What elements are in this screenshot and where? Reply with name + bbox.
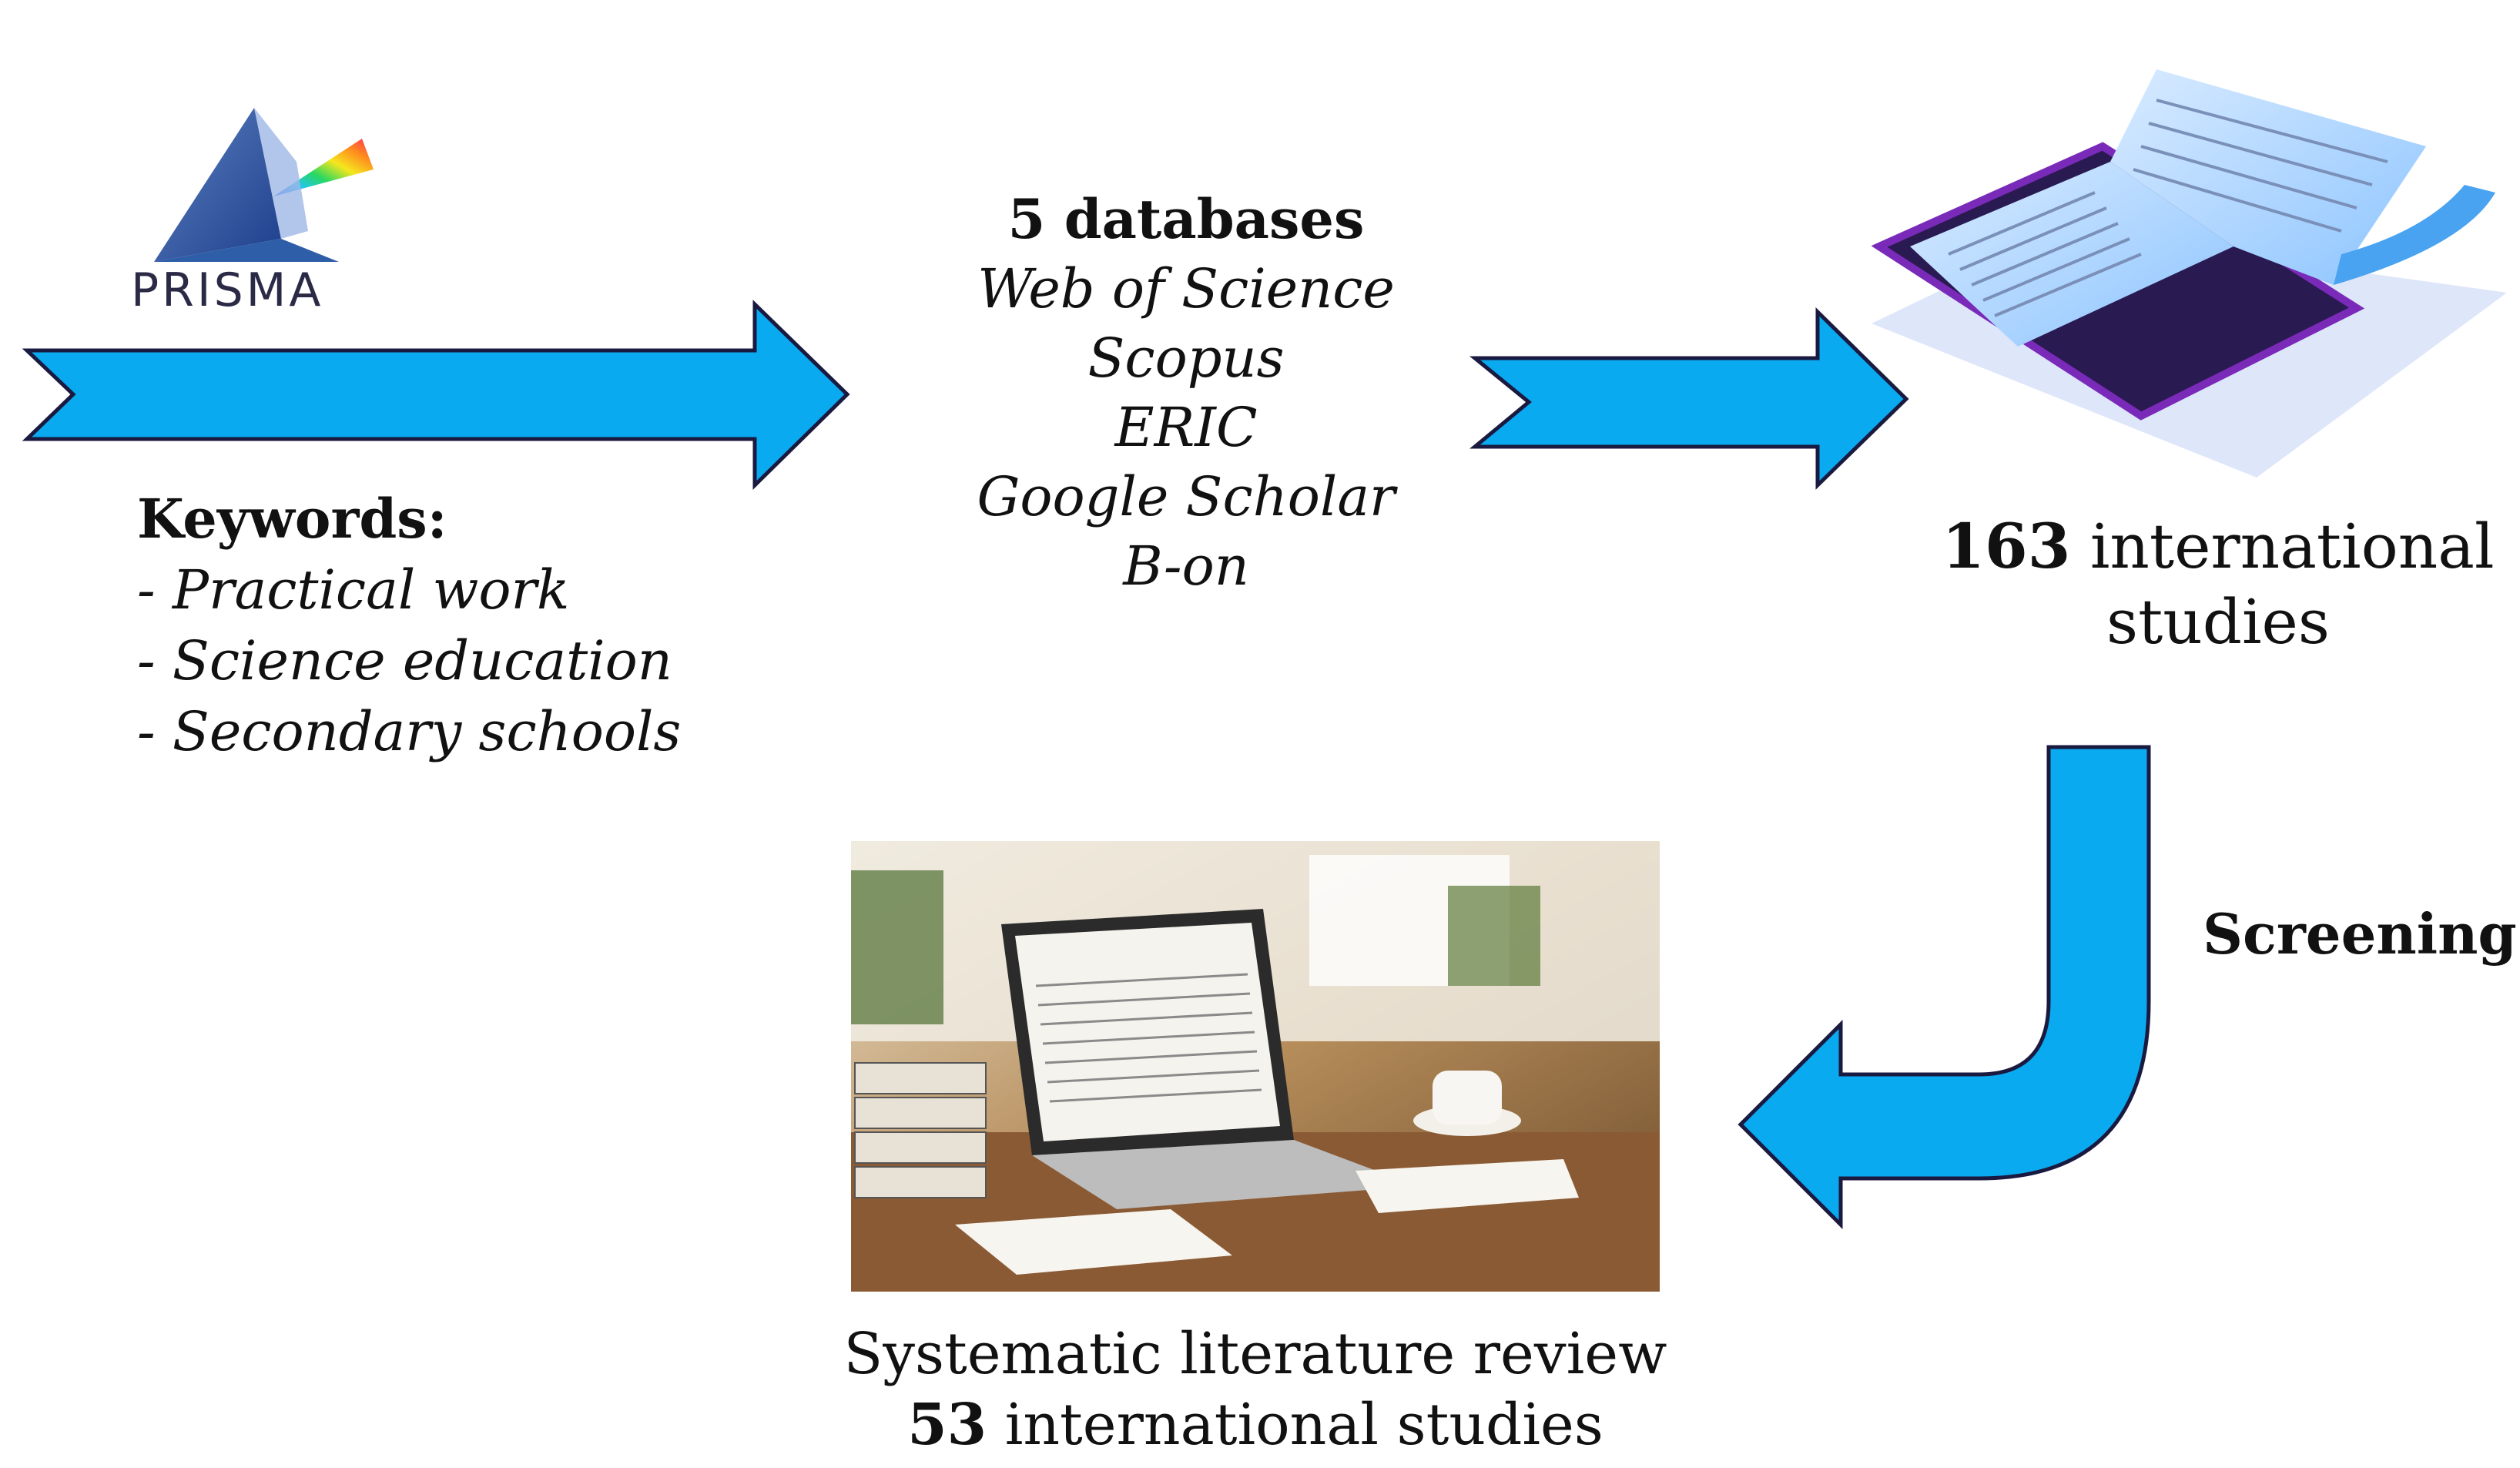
- prisma-logo-graphic: [154, 108, 374, 262]
- identified-label-2: studies: [2106, 586, 2330, 658]
- result-line-2: international studies: [987, 1392, 1603, 1458]
- literature-review-photo: [851, 841, 1660, 1292]
- databases-title: 5 databases: [1007, 187, 1365, 251]
- keywords-title: Keywords:: [137, 487, 447, 551]
- result-count: 53: [907, 1392, 987, 1458]
- identified-label: international: [2070, 511, 2495, 582]
- prisma-logo-label: PRISMA: [131, 263, 324, 317]
- database-item: Google Scholar: [977, 465, 1396, 528]
- arrow-screening: [1738, 745, 2151, 1230]
- databases-block: 5 databases Web of Science Scopus ERIC G…: [901, 185, 1471, 601]
- arrow-databases-to-studies: [1469, 307, 1909, 490]
- database-item: Web of Science: [977, 257, 1395, 320]
- identified-studies-text: 163 international studies: [1887, 508, 2520, 660]
- keyword-item: - Science education: [137, 629, 672, 692]
- keywords-block: Keywords: - Practical work - Science edu…: [137, 484, 681, 767]
- database-item: ERIC: [1114, 396, 1258, 459]
- keyword-item: - Practical work: [137, 558, 570, 622]
- database-item: B-on: [1123, 535, 1249, 598]
- identified-count: 163: [1942, 510, 2071, 582]
- database-item: Scopus: [1087, 327, 1285, 390]
- prism-icon: [154, 108, 281, 262]
- arrow-keywords-to-databases: [22, 300, 850, 490]
- keyword-item: - Secondary schools: [137, 700, 682, 763]
- screening-label: Screening: [2203, 901, 2517, 967]
- book-illustration: [1871, 69, 2507, 478]
- result-line-1: Systematic literature review: [843, 1321, 1667, 1387]
- result-caption: Systematic literature review 53 internat…: [793, 1319, 1717, 1460]
